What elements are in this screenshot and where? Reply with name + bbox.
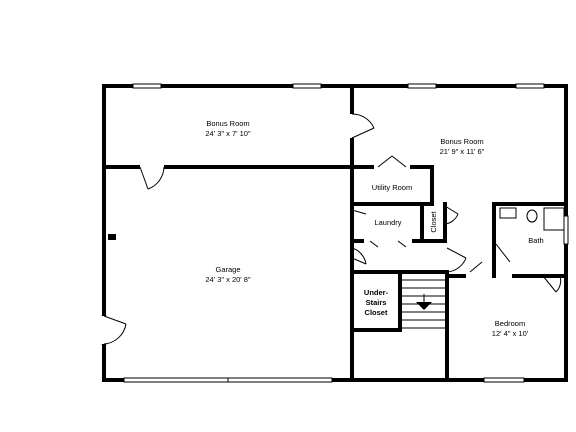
garage-door: [108, 234, 333, 383]
bonus-room-1-dims: 24' 3" x 7' 10": [205, 129, 251, 138]
bonus-room-2-name: Bonus Room: [440, 137, 483, 146]
bath-fixtures: [499, 207, 565, 231]
utility-room-name: Utility Room: [372, 183, 412, 192]
room-labels: Bonus Room 24' 3" x 7' 10" Bonus Room 21…: [205, 119, 543, 338]
stairs: [402, 279, 445, 329]
under-stairs-line-2: Stairs: [366, 298, 387, 307]
under-stairs-line-3: Closet: [365, 308, 388, 317]
bonus-room-1-name: Bonus Room: [206, 119, 249, 128]
bath-name: Bath: [528, 236, 543, 245]
bedroom-name: Bedroom: [495, 319, 525, 328]
garage-name: Garage: [215, 265, 240, 274]
laundry-name: Laundry: [374, 218, 401, 227]
closet-name: Closet: [429, 210, 438, 232]
bedroom-dims: 12' 4" x 10': [492, 329, 529, 338]
under-stairs-line-1: Under-: [364, 288, 389, 297]
garage-dims: 24' 3" x 20' 8": [205, 275, 251, 284]
doors: [101, 113, 562, 345]
bonus-room-2-dims: 21' 9" x 11' 6": [440, 147, 485, 156]
